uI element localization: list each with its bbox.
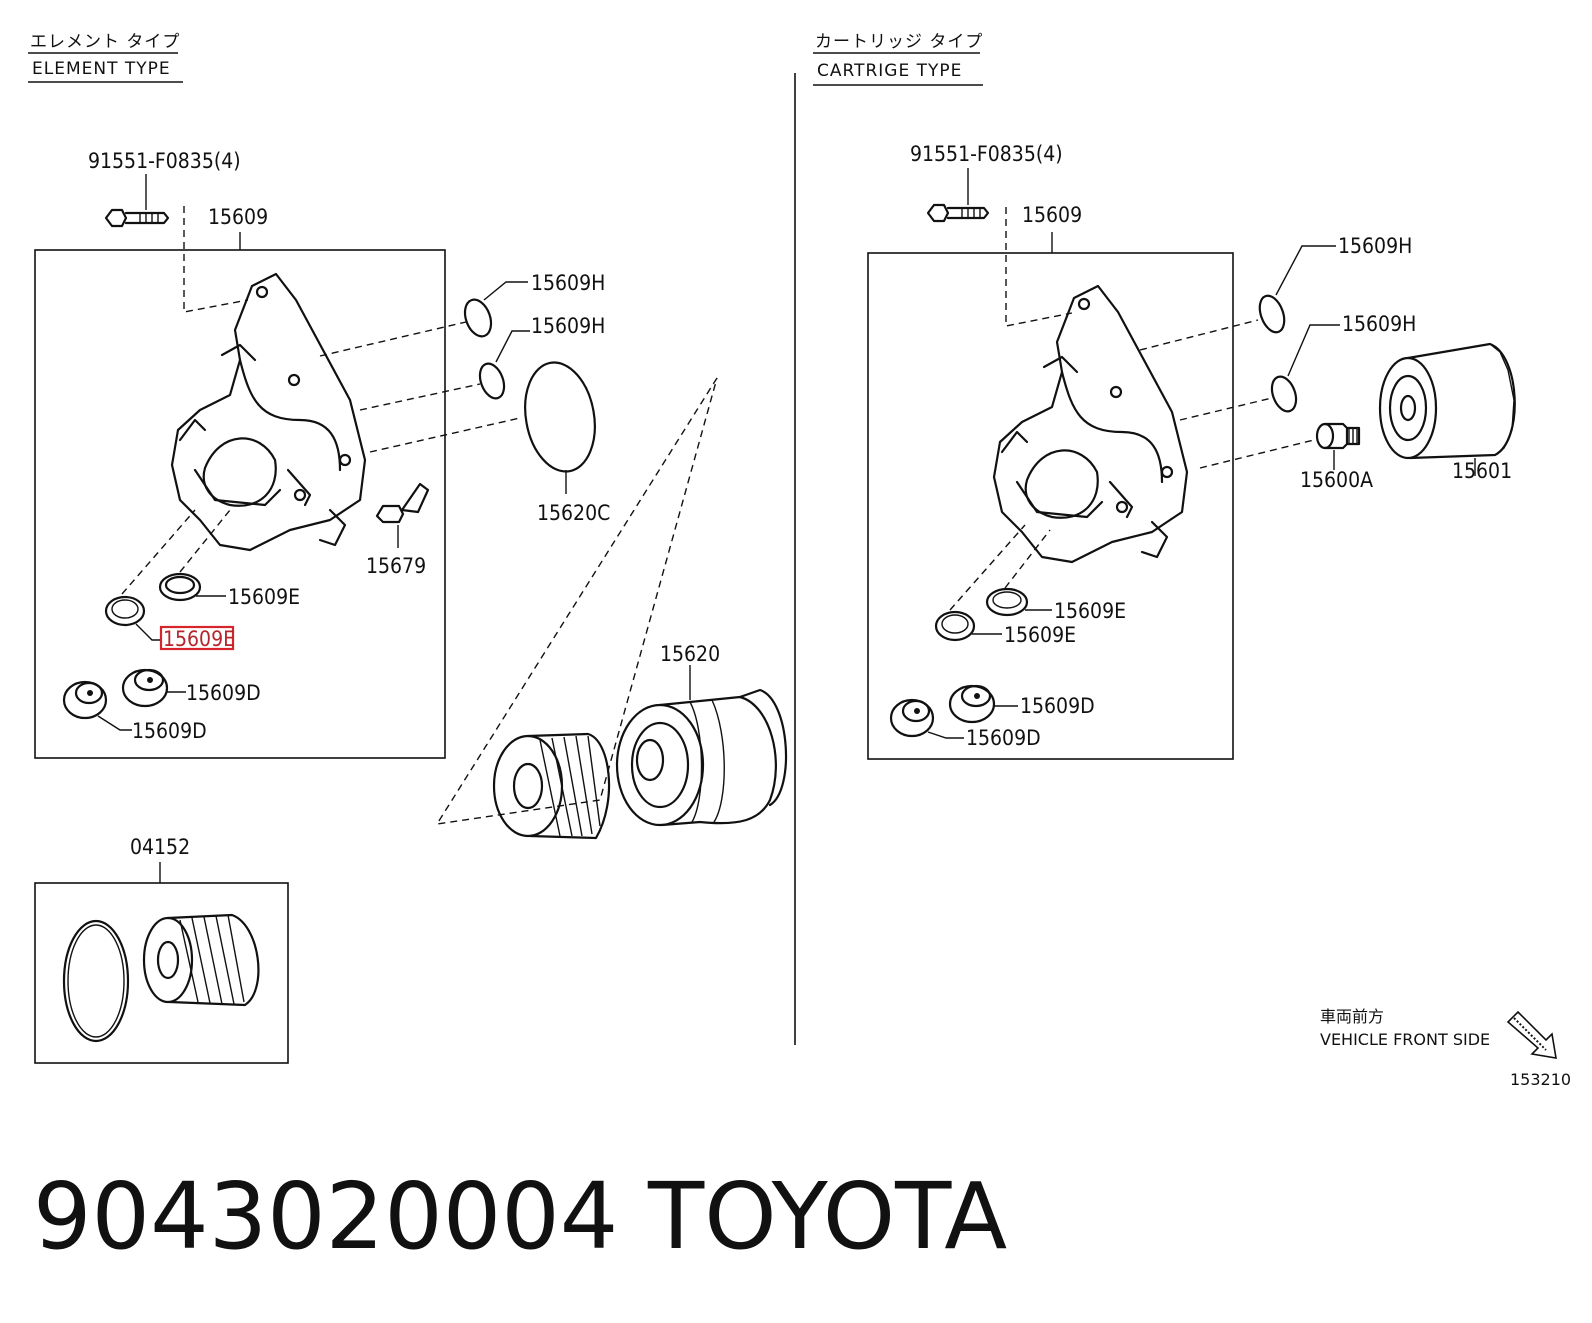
bolt-right-icon bbox=[926, 203, 990, 223]
oring-e2-right-icon bbox=[934, 610, 976, 642]
front-direction-arrow-icon bbox=[1506, 1010, 1557, 1059]
plug-d1-icon bbox=[121, 668, 169, 708]
oring-e1-right-icon bbox=[985, 587, 1029, 617]
kit-element-icon bbox=[142, 913, 260, 1007]
label-plug-d1-right[interactable]: 15609D bbox=[1020, 694, 1095, 718]
element-type-jp: エレメント タイプ bbox=[30, 32, 180, 52]
cartridge-type-en: CARTRIGE TYPE bbox=[817, 61, 962, 81]
brand-name: TOYOTA bbox=[647, 1163, 1007, 1270]
vehicle-front-jp: 車両前方 bbox=[1320, 1007, 1384, 1026]
label-housing-left[interactable]: 15609 bbox=[208, 205, 268, 229]
oring-h1-icon bbox=[463, 298, 493, 338]
gasket-15620c-icon bbox=[524, 361, 596, 473]
label-gasket-left[interactable]: 15620C bbox=[537, 501, 610, 525]
spin-on-filter-15601-icon bbox=[1378, 342, 1516, 460]
sensor-15679-icon bbox=[375, 482, 430, 524]
kit-04152-box bbox=[34, 882, 289, 1064]
oring-e1-icon bbox=[158, 572, 202, 602]
label-oring-e2-right[interactable]: 15609E bbox=[1004, 623, 1076, 647]
oring-h2-right-icon bbox=[1270, 375, 1298, 413]
cartridge-type-jp: カートリッジ タイプ bbox=[815, 32, 983, 52]
label-oring-h1-left[interactable]: 15609H bbox=[531, 271, 605, 295]
label-plug-d2-right[interactable]: 15609D bbox=[966, 726, 1041, 750]
element-type-header: エレメント タイプ ELEMENT TYPE bbox=[28, 32, 183, 83]
label-oring-e2-highlighted[interactable]: 15609E bbox=[163, 627, 235, 651]
label-oring-e1-left[interactable]: 15609E bbox=[228, 585, 300, 609]
label-housing-right[interactable]: 15609 bbox=[1022, 203, 1082, 227]
highlight-box bbox=[159, 625, 235, 651]
label-bolt-left[interactable]: 91551-F0835(4) bbox=[88, 149, 241, 173]
bolt-icon bbox=[104, 208, 170, 228]
plug-d2-icon bbox=[62, 680, 108, 720]
label-union-right[interactable]: 15600A bbox=[1300, 468, 1373, 492]
element-type-en: ELEMENT TYPE bbox=[32, 59, 171, 79]
oil-filter-housing-right-icon bbox=[992, 284, 1189, 564]
vehicle-front-en: VEHICLE FRONT SIDE bbox=[1320, 1030, 1490, 1049]
label-sensor-left[interactable]: 15679 bbox=[366, 554, 426, 578]
label-kit[interactable]: 04152 bbox=[130, 835, 190, 859]
figure-number: 153210 bbox=[1510, 1070, 1571, 1089]
plug-d2-right-icon bbox=[889, 698, 935, 738]
oring-h2-icon bbox=[478, 362, 506, 400]
label-cap-left[interactable]: 15620 bbox=[660, 642, 720, 666]
label-bolt-right[interactable]: 91551-F0835(4) bbox=[910, 142, 1063, 166]
label-plug-d2-left[interactable]: 15609D bbox=[132, 719, 207, 743]
label-filter-right[interactable]: 15601 bbox=[1452, 459, 1512, 483]
filter-element-icon bbox=[492, 732, 611, 840]
plug-d1-right-icon bbox=[948, 684, 996, 724]
cartridge-type-header: カートリッジ タイプ CARTRIGE TYPE bbox=[813, 32, 983, 86]
label-oring-h2-right[interactable]: 15609H bbox=[1342, 312, 1416, 336]
part-number: 9043020004 bbox=[33, 1163, 618, 1270]
housing-group-box-right bbox=[867, 252, 1234, 760]
oring-h1-right-icon bbox=[1258, 294, 1286, 334]
label-oring-e1-right[interactable]: 15609E bbox=[1054, 599, 1126, 623]
filter-group-outline bbox=[435, 377, 718, 825]
label-oring-h1-right[interactable]: 15609H bbox=[1338, 234, 1412, 258]
label-oring-h2-left[interactable]: 15609H bbox=[531, 314, 605, 338]
kit-gasket-icon bbox=[62, 919, 130, 1043]
filter-cap-15620-icon bbox=[615, 688, 788, 827]
oil-filter-housing-icon bbox=[170, 272, 367, 552]
oring-e2-icon bbox=[104, 595, 146, 627]
union-15600a-icon bbox=[1315, 422, 1361, 450]
label-plug-d1-left[interactable]: 15609D bbox=[186, 681, 261, 705]
